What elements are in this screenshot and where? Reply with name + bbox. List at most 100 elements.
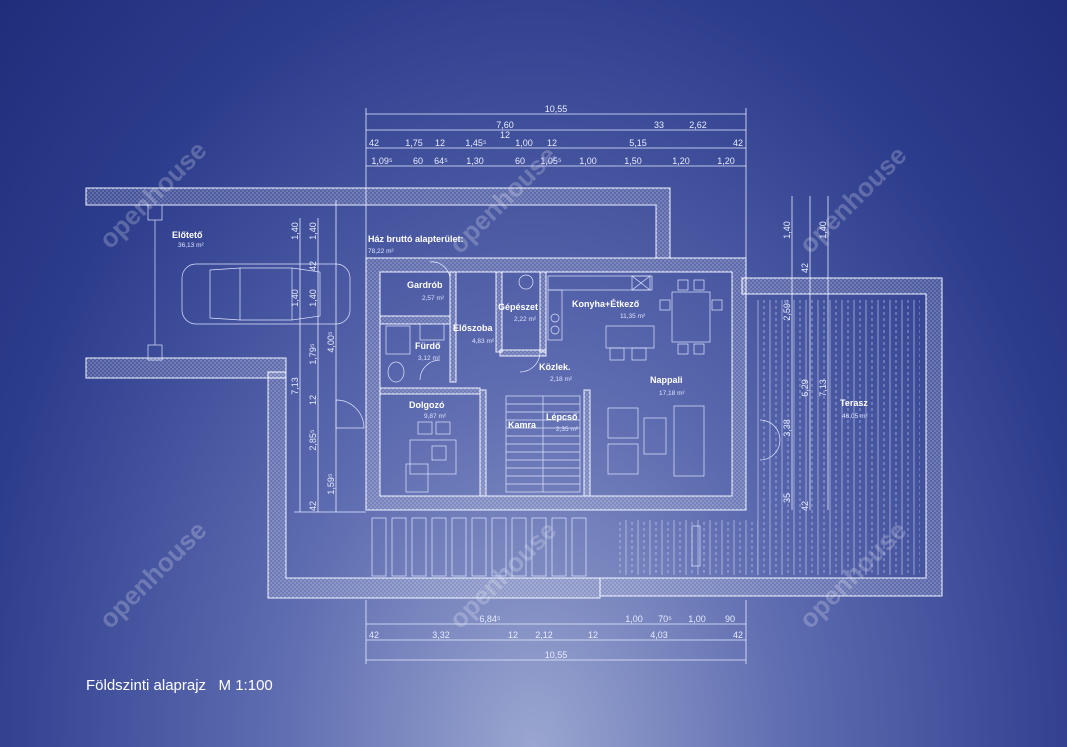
staircase	[505, 395, 581, 493]
room-name-kamra: Kamra	[508, 420, 537, 430]
front-slats	[371, 517, 587, 577]
room-name-gardrob: Gardrób	[407, 280, 443, 290]
dim-label: 1,09⁵	[371, 156, 393, 166]
watermark-text: openhouse	[793, 140, 912, 259]
dim-label: 2,12	[535, 630, 553, 640]
dim-label: 3,38	[782, 419, 792, 437]
dim-label: 1,00	[625, 614, 643, 624]
room-area-dolgozo: 9,87 m²	[424, 413, 447, 420]
dim-label: 1,40	[308, 289, 318, 307]
dim-label: 3,32	[432, 630, 450, 640]
dimension-lines-right	[791, 196, 829, 510]
room-name-eloszoba: Előszoba	[453, 323, 494, 333]
dim-label: 1,40	[308, 222, 318, 240]
dim-label: 33	[654, 120, 664, 130]
dim-label: 10,55	[545, 104, 568, 114]
dim-label: 1,30	[466, 156, 484, 166]
dim-label: 42	[800, 501, 810, 511]
room-area-gepeszet: 2,22 m²	[514, 316, 537, 323]
dim-label: 1,00	[515, 138, 533, 148]
watermark-text: openhouse	[443, 515, 562, 634]
room-area-lepcso: 2,35 m²	[556, 426, 579, 433]
gross-area-value: 78,22 m²	[368, 248, 394, 255]
room-area-eloteto: 36,13 m²	[178, 242, 204, 249]
dimension-labels-top: 10,55 7,60 33 2,62 12 42 1,75 12 1,45⁵ 1…	[369, 104, 743, 166]
dim-label: 42	[369, 138, 379, 148]
dim-label: 1,40	[290, 222, 300, 240]
room-name-lepcso: Lépcső	[546, 412, 578, 422]
house-walls	[365, 257, 747, 511]
dim-label: 7,13	[818, 379, 828, 397]
dim-label: 1,20	[672, 156, 690, 166]
dim-label: 12	[435, 138, 445, 148]
room-name-dolgozo: Dolgozó	[409, 400, 445, 410]
gross-area-header: Ház bruttó alapterület: 78,22 m²	[368, 234, 464, 255]
dim-label: 4,00⁵	[326, 331, 336, 353]
dim-label: 1,40	[818, 221, 828, 239]
room-name-gepeszet: Gépészet	[498, 302, 538, 312]
carport-roof	[85, 187, 671, 379]
dim-label: 35	[782, 493, 792, 503]
dim-label: 42	[733, 138, 743, 148]
dim-label: 1,00	[579, 156, 597, 166]
dim-label: 5,15	[629, 138, 647, 148]
dimension-lines-top	[365, 108, 747, 258]
dim-label: 1,75	[405, 138, 423, 148]
dim-label: 12	[547, 138, 557, 148]
door-swings	[335, 261, 781, 461]
dimension-labels-bottom: 6,84⁵ 1,00 70⁵ 1,00 90 42 3,32 12 2,12 1…	[369, 614, 743, 660]
room-area-kozlek: 2,18 m²	[550, 376, 573, 383]
car-icon	[181, 263, 351, 325]
dim-label: 1,50	[624, 156, 642, 166]
dim-label: 70⁵	[658, 614, 672, 624]
room-name-kozlek: Közlek.	[539, 362, 571, 372]
watermark-text: openhouse	[93, 515, 212, 634]
dimension-lines-left	[294, 200, 366, 513]
dim-label: 7,60	[496, 120, 514, 130]
dim-label: 1,00	[688, 614, 706, 624]
dim-label: 12	[500, 130, 510, 140]
room-name-terasz: Terasz	[840, 398, 868, 408]
gross-area-title: Ház bruttó alapterület:	[368, 234, 464, 244]
terrace-deck	[755, 300, 920, 575]
dim-label: 64⁵	[434, 156, 448, 166]
room-name-konyha: Konyha+Étkező	[572, 299, 640, 309]
dim-label: 12	[308, 395, 318, 405]
room-area-nappali: 17,18 m²	[659, 390, 685, 397]
room-name-eloteto: Előtető	[172, 230, 203, 240]
room-labels: Előtető 36,13 m² Gardrób 2,57 m² Gépésze…	[172, 230, 868, 433]
dim-label: 2,59⁵	[782, 299, 792, 321]
dim-label: 1,79⁵	[308, 343, 318, 365]
dim-label: 6,29	[800, 379, 810, 397]
dim-label: 6,84⁵	[479, 614, 501, 624]
dim-label: 1,05⁵	[540, 156, 562, 166]
furniture	[385, 274, 723, 567]
dim-label: 90	[725, 614, 735, 624]
dim-label: 1,59⁵	[326, 473, 336, 495]
dim-label: 1,40	[290, 289, 300, 307]
room-area-terasz: 46,05 m²	[842, 413, 868, 420]
dim-label: 42	[369, 630, 379, 640]
dim-label: 2,85⁵	[308, 429, 318, 451]
dim-label: 1,40	[782, 221, 792, 239]
room-name-furdo: Fürdő	[415, 341, 441, 351]
dim-label: 42	[308, 261, 318, 271]
plan-caption: Földszinti alaprajz M 1:100	[86, 677, 273, 694]
dimension-lines-bottom	[365, 600, 747, 664]
dim-label: 60	[413, 156, 423, 166]
room-area-eloszoba: 4,83 m²	[472, 338, 495, 345]
terrace-enclosure	[267, 277, 943, 599]
dimension-labels-right: 1,40 1,40 42 2,59⁵ 6,29 7,13 3,38 35 42	[782, 221, 828, 511]
dim-label: 42	[733, 630, 743, 640]
terrace-deck-front	[618, 520, 758, 575]
dim-label: 42	[308, 501, 318, 511]
room-area-gardrob: 2,57 m²	[422, 295, 445, 302]
dimension-labels-left: 1,40 1,40 1,40 1,40 4,00⁵ 1,79⁵ 7,13 12 …	[290, 222, 336, 511]
dim-label: 12	[508, 630, 518, 640]
room-area-konyha: 11,35 m²	[620, 313, 646, 320]
dim-label: 42	[800, 263, 810, 273]
room-name-nappali: Nappali	[650, 375, 683, 385]
dim-label: 4,03	[650, 630, 668, 640]
room-area-furdo: 3,12 m²	[418, 355, 441, 362]
